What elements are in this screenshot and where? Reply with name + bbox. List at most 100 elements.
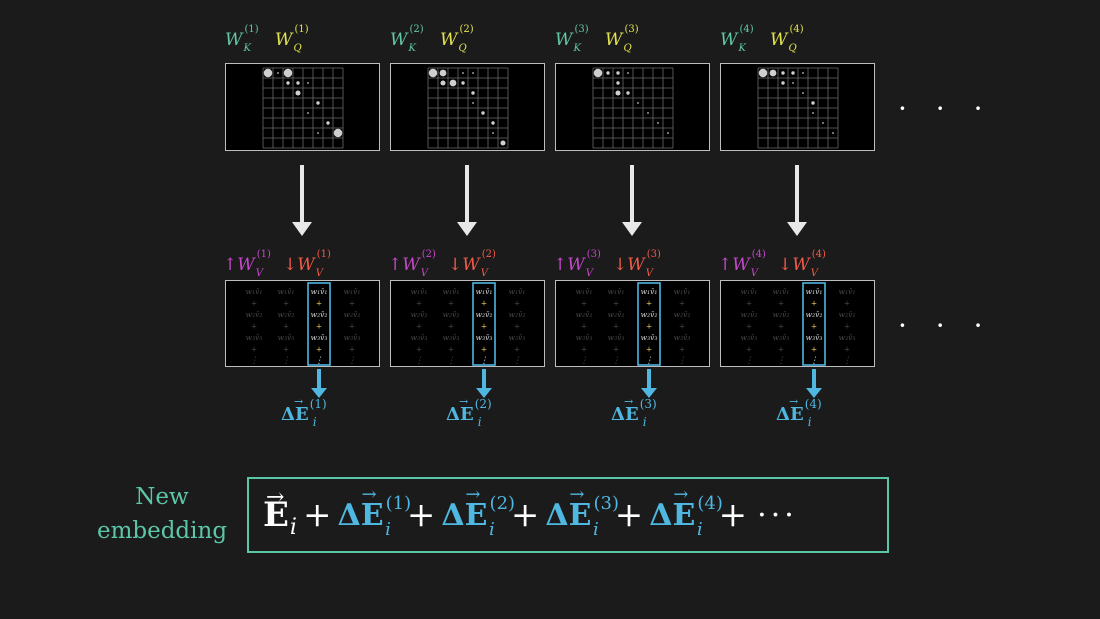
delta-e-symbol: ΔE (446, 404, 474, 425)
wk-label-1-superscript: (1) (244, 24, 259, 35)
vector-term-vdots: ⋮ (315, 356, 324, 366)
wq-label-4-subscript: Q (788, 43, 797, 54)
attention-weight-dot (492, 132, 494, 134)
wv-down-label-1-superscript: (1) (316, 249, 331, 260)
attention-weight-dot (627, 72, 629, 74)
vector-term-plus: + (811, 322, 817, 331)
value-vectors-panel-2: w₁v̄₁+w₂v̄₂+w₃v̄₃+⋮w₁v̄₁+w₂v̄₂+w₃v̄₃+⋮w₁… (390, 280, 545, 367)
attention-weight-dot (472, 102, 474, 104)
attention-weight-dot (439, 69, 447, 77)
wq-label-3-subscript: Q (623, 43, 632, 54)
vector-term-w1v1: w₁v̄₁ (806, 287, 823, 296)
value-vectors-panel-1: w₁v̄₁+w₂v̄₂+w₃v̄₃+⋮w₁v̄₁+w₂v̄₂+w₃v̄₃+⋮w₁… (225, 280, 380, 367)
vector-term-plus: + (646, 322, 652, 331)
vector-term-vdots: ⋮ (415, 356, 424, 366)
attention-weight-dot (481, 111, 485, 115)
vector-term-w2v2: w₂v̄₂ (674, 310, 691, 319)
vector-term-plus: + (349, 345, 355, 354)
attention-weight-dot (781, 71, 785, 75)
delta-term-symbol: ΔE (441, 497, 488, 533)
vector-term-w3v3: w₃v̄₃ (839, 333, 856, 342)
attention-weight-dot (440, 80, 446, 86)
delta-term-superscript: (3) (593, 492, 619, 514)
down-arrow-4 (787, 165, 807, 236)
vector-term-w3v3: w₃v̄₃ (443, 333, 460, 342)
vector-term-w3v3: w₃v̄₃ (608, 333, 625, 342)
attention-weight-dot (333, 128, 343, 138)
vector-term-plus: + (581, 322, 587, 331)
vector-term-w1v1: w₁v̄₁ (278, 287, 295, 296)
wv-up-label-4-superscript: (4) (751, 249, 766, 260)
plus-sign: + (406, 495, 436, 535)
ellipsis-top: · · · (898, 92, 993, 125)
delta-e-label-2: ΔE(2)i→ (446, 395, 492, 429)
vector-term-w2v2: w₂v̄₂ (278, 310, 295, 319)
vector-term-w2v2: w₂v̄₂ (311, 310, 328, 319)
attention-weight-dot (462, 72, 464, 74)
vector-arrow-icon: → (789, 395, 799, 408)
delta-term-symbol: ΔE (649, 497, 696, 533)
plus-sign: + (302, 495, 332, 535)
vector-term-w1v1: w₁v̄₁ (344, 287, 361, 296)
attention-weight-dot (286, 81, 290, 85)
wq-label-1-superscript: (1) (294, 24, 309, 35)
vector-term-plus: + (679, 322, 685, 331)
attention-grid-1 (262, 67, 344, 149)
vector-term-vdots: ⋮ (580, 356, 589, 366)
wv-down-label-1-symbol: ↓W (283, 255, 315, 275)
delta-term-symbol: ΔE (545, 497, 592, 533)
vector-term-plus: + (646, 299, 652, 308)
vector-term-plus: + (514, 345, 520, 354)
vector-term-plus: + (646, 345, 652, 354)
attention-weight-dot (802, 72, 804, 74)
vector-arrow-icon: → (569, 483, 585, 505)
vector-term-w3v3: w₃v̄₃ (278, 333, 295, 342)
wv-up-label-3-subscript: V (585, 268, 593, 279)
attention-pattern-panel-2 (390, 63, 545, 151)
vector-term-plus: + (778, 345, 784, 354)
vector-term-w3v3: w₃v̄₃ (411, 333, 428, 342)
wq-label-3-symbol: W (605, 30, 623, 50)
vector-term-plus: + (844, 299, 850, 308)
vector-term-plus: + (283, 322, 289, 331)
attention-weight-dot (263, 68, 273, 78)
delta-term-subscript: i (385, 518, 391, 540)
vector-arrow-icon: → (294, 395, 304, 408)
down-arrow-3 (622, 165, 642, 236)
attention-grid-2 (427, 67, 509, 149)
wk-label-2-subscript: K (408, 43, 416, 54)
vector-term-plus: + (679, 345, 685, 354)
attention-weight-dot (637, 102, 639, 104)
vector-term-plus: + (811, 299, 817, 308)
vector-term-w3v3: w₃v̄₃ (311, 333, 328, 342)
vector-term-vdots: ⋮ (678, 356, 687, 366)
value-vectors-panel-4: w₁v̄₁+w₂v̄₂+w₃v̄₃+⋮w₁v̄₁+w₂v̄₂+w₃v̄₃+⋮w₁… (720, 280, 875, 367)
attention-weight-dot (616, 71, 620, 75)
vector-term-w1v1: w₁v̄₁ (641, 287, 658, 296)
vector-arrow-icon: → (266, 485, 285, 510)
attention-weight-dot (657, 122, 659, 124)
delta-e-superscript: (1) (309, 397, 327, 411)
delta-term-1: ΔE→(1)i (337, 484, 411, 540)
delta-e-subscript: i (477, 415, 482, 429)
vector-term-w2v2: w₂v̄₂ (839, 310, 856, 319)
delta-e-superscript: (2) (474, 397, 492, 411)
vector-term-plus: + (844, 322, 850, 331)
delta-e-label-4: ΔE(4)i→ (776, 395, 822, 429)
vector-term-plus: + (316, 345, 322, 354)
vector-term-w1v1: w₁v̄₁ (608, 287, 625, 296)
vector-term-plus: + (251, 322, 257, 331)
wv-down-label-4-symbol: ↓W (778, 255, 810, 275)
vector-term-w2v2: w₂v̄₂ (641, 310, 658, 319)
vector-term-plus: + (251, 345, 257, 354)
delta-e-subscript: i (642, 415, 647, 429)
plus-sign: + (614, 495, 644, 535)
wv-down-label-1-subscript: V (315, 268, 323, 279)
attention-grid-4 (757, 67, 839, 149)
vector-term-w2v2: w₂v̄₂ (476, 310, 493, 319)
